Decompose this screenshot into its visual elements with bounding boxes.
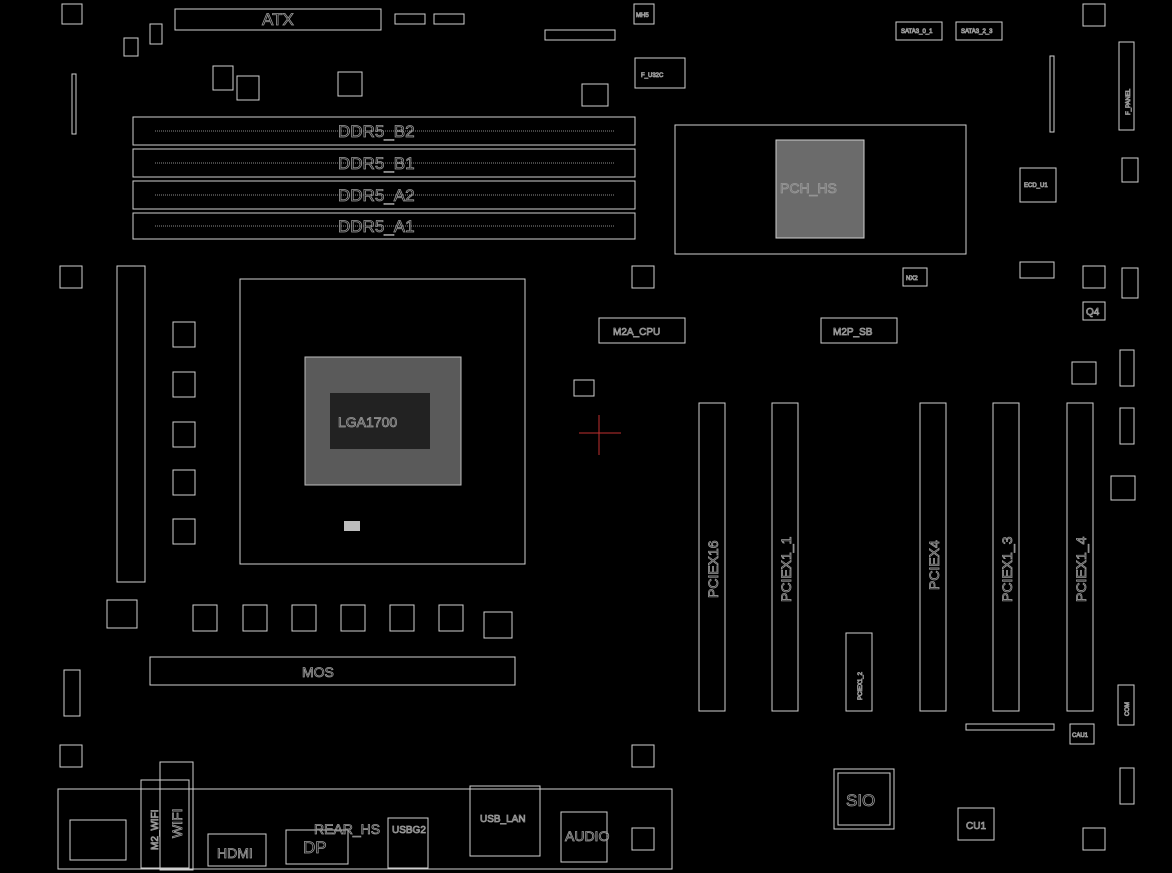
mh-label: MH5 xyxy=(636,13,649,19)
usb-lan-label: USB_LAN xyxy=(480,814,526,825)
pciex1-1-label: PCIEX1_1 xyxy=(778,536,794,602)
f-panel-label: F_PANEL xyxy=(1126,88,1132,115)
cu1-label: CU1 xyxy=(966,821,986,832)
rear-hs-label: REAR_HS xyxy=(314,821,380,837)
mos-label: MOS xyxy=(302,664,334,680)
pciex1-2-label: PCIEX1_2 xyxy=(858,671,864,700)
dp-label: DP xyxy=(303,838,327,857)
pcie-slots: PCIEX16 PCIEX1_1 PCIEX4 PCIEX1_3 PCIEX1_… xyxy=(698,402,1094,712)
atx-label: ATX xyxy=(262,10,294,29)
vrm-left xyxy=(116,265,196,583)
pciex1-3-label: PCIEX1_3 xyxy=(999,536,1015,602)
vrm-bottom: MOS xyxy=(106,599,516,686)
dimm-a1-label: DDR5_A1 xyxy=(338,217,415,236)
crosshair-marker xyxy=(579,415,621,455)
sio-label: SIO xyxy=(846,791,875,810)
wifi-label: WIFI xyxy=(169,808,185,838)
atx-connector: ATX xyxy=(174,8,382,31)
m2-wifi-label: M2_WIFI xyxy=(150,809,161,850)
hdmi-label: HDMI xyxy=(217,845,253,861)
cpu-label: LGA1700 xyxy=(338,414,397,430)
q4-label: Q4 xyxy=(1086,307,1100,318)
m2a-label: M2A_CPU xyxy=(613,327,660,338)
m2p-label: M2P_SB xyxy=(833,327,873,338)
nx2-label: NX2 xyxy=(906,276,918,282)
ecd-label: ECD_U1 xyxy=(1024,183,1048,189)
audio-label: AUDIO xyxy=(565,828,609,844)
cau1-label: CAU1 xyxy=(1072,733,1089,739)
pciex16-label: PCIEX16 xyxy=(705,540,721,598)
sata2-label: SATA3_2_3 xyxy=(961,29,993,35)
pch-label: PCH_HS xyxy=(780,180,837,196)
pciex1-4-label: PCIEX1_4 xyxy=(1073,536,1089,602)
usbg2-label: USBG2 xyxy=(392,825,426,836)
right-headers: F_PANEL F_U32C SATA3_0_1 SATA3_2_3 Q4 EC… xyxy=(633,3,1135,745)
cpu-socket: LGA1700 xyxy=(239,278,526,565)
pciex4-label: PCIEX4 xyxy=(926,540,942,590)
super-io: SIO CU1 xyxy=(833,768,995,841)
f-u32c-label: F_U32C xyxy=(641,73,664,79)
pch-heatsink: PCH_HS xyxy=(674,124,967,255)
dimm-b2-label: DDR5_B2 xyxy=(338,122,415,141)
sata1-label: SATA3_0_1 xyxy=(901,29,933,35)
dimm-b1-label: DDR5_B1 xyxy=(338,154,415,173)
m2-slots: M2A_CPU M2P_SB xyxy=(598,317,898,344)
com-label: COM xyxy=(1125,702,1131,716)
small-components xyxy=(59,3,1139,851)
rear-io: M2_WIFI WIFI HDMI DP REAR_HS USBG2 USB_L… xyxy=(57,761,673,871)
dimm-slots: DDR5_B2 DDR5_B1 DDR5_A2 DDR5_A1 xyxy=(132,116,636,240)
dimm-a2-label: DDR5_A2 xyxy=(338,186,415,205)
